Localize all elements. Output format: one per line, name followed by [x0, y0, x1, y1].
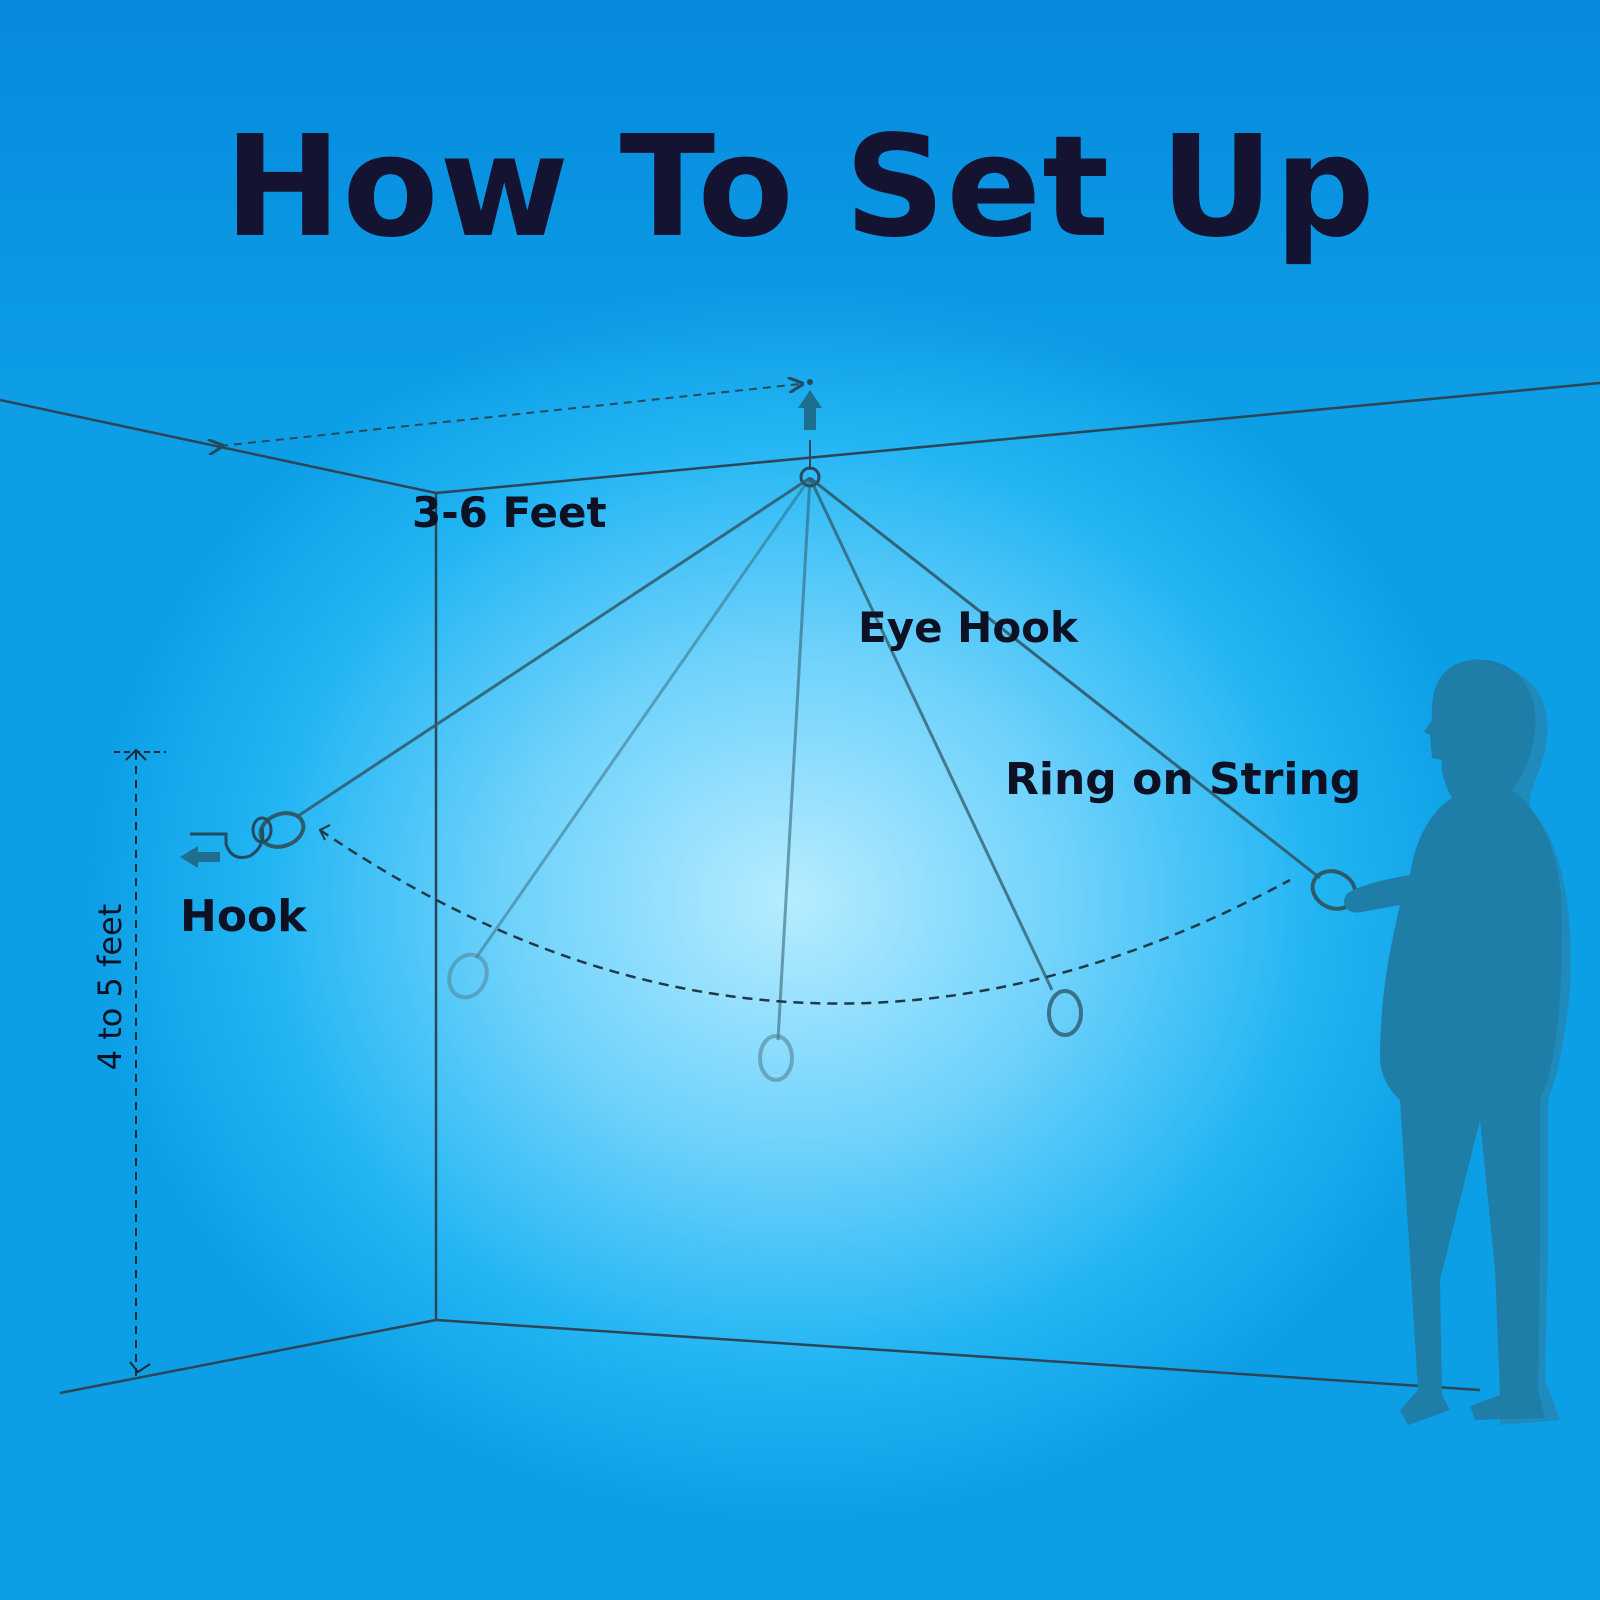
string-1 — [474, 477, 812, 959]
eye-hook-up-arrow — [798, 390, 822, 430]
floor-right-edge — [435, 1318, 1481, 1392]
width-label: 3-6 Feet — [412, 488, 607, 537]
height-dimension — [114, 748, 166, 1380]
page-title: How To Set Up — [224, 106, 1376, 269]
hook-left-arrow — [180, 846, 220, 868]
rings — [258, 811, 1358, 1082]
strings — [297, 476, 1321, 1041]
room-edges — [0, 381, 1600, 1395]
wall-hook-icon — [190, 816, 273, 859]
ring-1 — [447, 952, 489, 1000]
string-2 — [776, 477, 812, 1041]
floor-left-edge — [59, 1318, 437, 1395]
ring-on-string-label: Ring on String — [1005, 754, 1362, 805]
height-label: 4 to 5 feet — [91, 903, 129, 1071]
person-silhouette-icon — [1343, 659, 1571, 1425]
ring-3 — [1047, 989, 1083, 1037]
ceiling-left-edge — [0, 398, 437, 495]
width-dimension — [220, 379, 813, 446]
ring-2 — [758, 1034, 794, 1082]
ceiling-right-edge — [435, 381, 1600, 495]
swing-arc — [319, 828, 1291, 1005]
dimension-point — [807, 379, 813, 385]
string-to-hand — [809, 476, 1321, 880]
string-to-hook — [297, 476, 811, 818]
width-dimension-line — [220, 384, 800, 446]
string-3 — [808, 477, 1054, 991]
hook-label: Hook — [180, 891, 307, 942]
eye-hook-label: Eye Hook — [858, 603, 1078, 652]
